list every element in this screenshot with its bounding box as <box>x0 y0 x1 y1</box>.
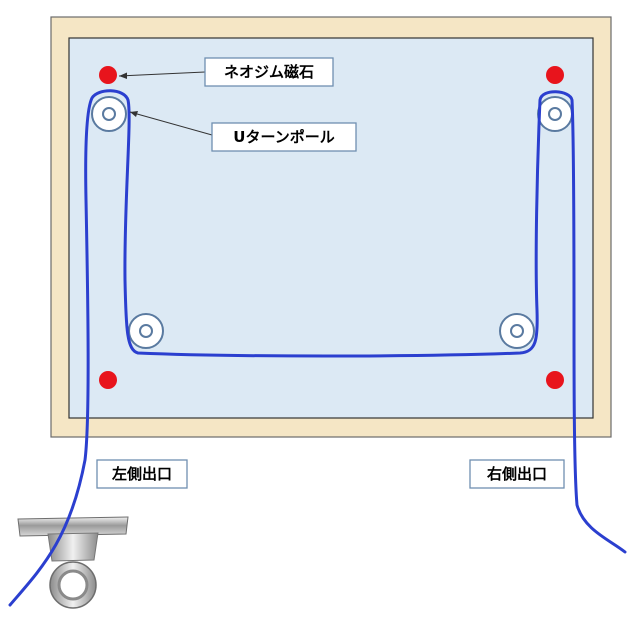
pole-bottom-left <box>128 313 164 349</box>
magnet-bottom-left <box>99 371 117 389</box>
pole-leader-arrowhead <box>130 111 138 117</box>
magnet-bottom-right <box>546 371 564 389</box>
svg-text:ネオジム磁石: ネオジム磁石 <box>224 63 314 81</box>
right-exit-label: 右側出口 <box>469 459 565 489</box>
binder-clip-icon <box>17 516 129 609</box>
magnet-top-left <box>99 66 117 84</box>
magnet-top-right <box>546 66 564 84</box>
pole-top-left <box>91 96 127 132</box>
magnet-leader-arrowhead <box>119 72 127 79</box>
board <box>68 37 594 419</box>
pole-top-right <box>537 96 573 132</box>
svg-text:右側出口: 右側出口 <box>487 465 547 483</box>
pole-bottom-right <box>499 313 535 349</box>
pole-leader-line <box>129 111 213 136</box>
svg-text:Uターンポール: Uターンポール <box>233 128 334 146</box>
magnet-label: ネオジム磁石 <box>204 57 334 87</box>
wire <box>8 89 627 607</box>
magnet-leader-line <box>118 71 206 77</box>
left-exit-label: 左側出口 <box>96 459 188 489</box>
svg-text:左側出口: 左側出口 <box>111 465 172 483</box>
pole-label: Uターンポール <box>211 122 357 152</box>
